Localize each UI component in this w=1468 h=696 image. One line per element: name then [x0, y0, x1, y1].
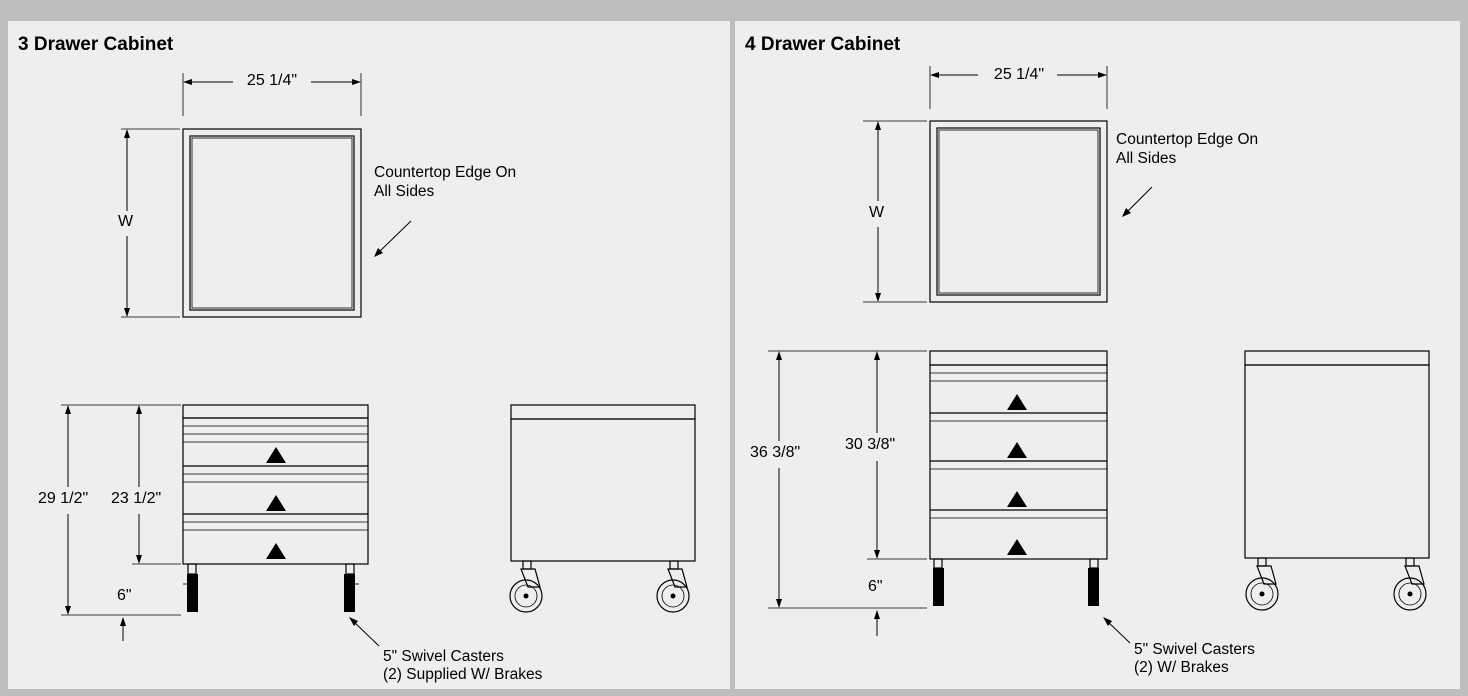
caster-height-arrow — [120, 617, 126, 641]
side-view-3-drawer — [509, 404, 696, 613]
overall-height-label: 29 1/2" — [38, 490, 89, 507]
panel-title: 3 Drawer Cabinet — [18, 34, 174, 55]
front-view-4-drawer — [929, 350, 1108, 606]
overall-height-dimension — [61, 404, 181, 616]
top-view-4-drawer — [929, 120, 1108, 303]
caster-height-label: 6" — [117, 587, 132, 604]
body-height-label: 23 1/2" — [111, 490, 162, 507]
top-width-label: 25 1/4" — [993, 66, 1045, 83]
countertop-leader — [374, 220, 412, 257]
caster-note-line-1: 5" Swivel Casters — [383, 648, 504, 665]
countertop-note-line-2: All Sides — [1116, 150, 1177, 167]
body-height-dimension — [132, 405, 181, 565]
body-height-label: 30 3/8" — [845, 436, 896, 453]
countertop-note-line-2: All Sides — [374, 183, 435, 200]
caster-note-line-2: (2) W/ Brakes — [1134, 659, 1229, 676]
panel-title: 4 Drawer Cabinet — [745, 34, 901, 55]
depth-label: W — [118, 213, 134, 230]
front-view-3-drawer — [182, 404, 369, 612]
overall-height-dimension — [768, 350, 927, 609]
caster-leader — [349, 617, 380, 647]
caster-height-label: 6" — [868, 578, 883, 595]
body-height-dimension — [867, 351, 927, 560]
countertop-leader — [1122, 186, 1153, 217]
top-width-dimension — [182, 73, 362, 116]
side-view-4-drawer — [1244, 350, 1430, 611]
countertop-note-line-1: Countertop Edge On — [1116, 131, 1259, 148]
caster-note-line-1: 5" Swivel Casters — [1134, 641, 1255, 658]
top-view-3-drawer — [182, 128, 362, 318]
caster-leader — [1103, 617, 1131, 644]
top-width-dimension — [929, 66, 1108, 109]
top-width-label: 25 1/4" — [246, 72, 298, 89]
overall-height-label: 36 3/8" — [750, 444, 801, 461]
countertop-note-line-1: Countertop Edge On — [374, 164, 517, 181]
drawing-4-drawer — [768, 66, 1430, 644]
depth-dimension — [121, 128, 180, 318]
caster-note-line-2: (2) Supplied W/ Brakes — [383, 666, 543, 683]
panel-4-drawer: 4 Drawer Cabinet — [735, 21, 1460, 689]
depth-dimension — [863, 120, 927, 303]
caster-height-arrow — [874, 610, 880, 636]
panel-3-drawer: 3 Drawer Cabinet — [8, 21, 730, 689]
depth-label: W — [869, 204, 885, 221]
drawing-3-drawer — [61, 73, 696, 647]
